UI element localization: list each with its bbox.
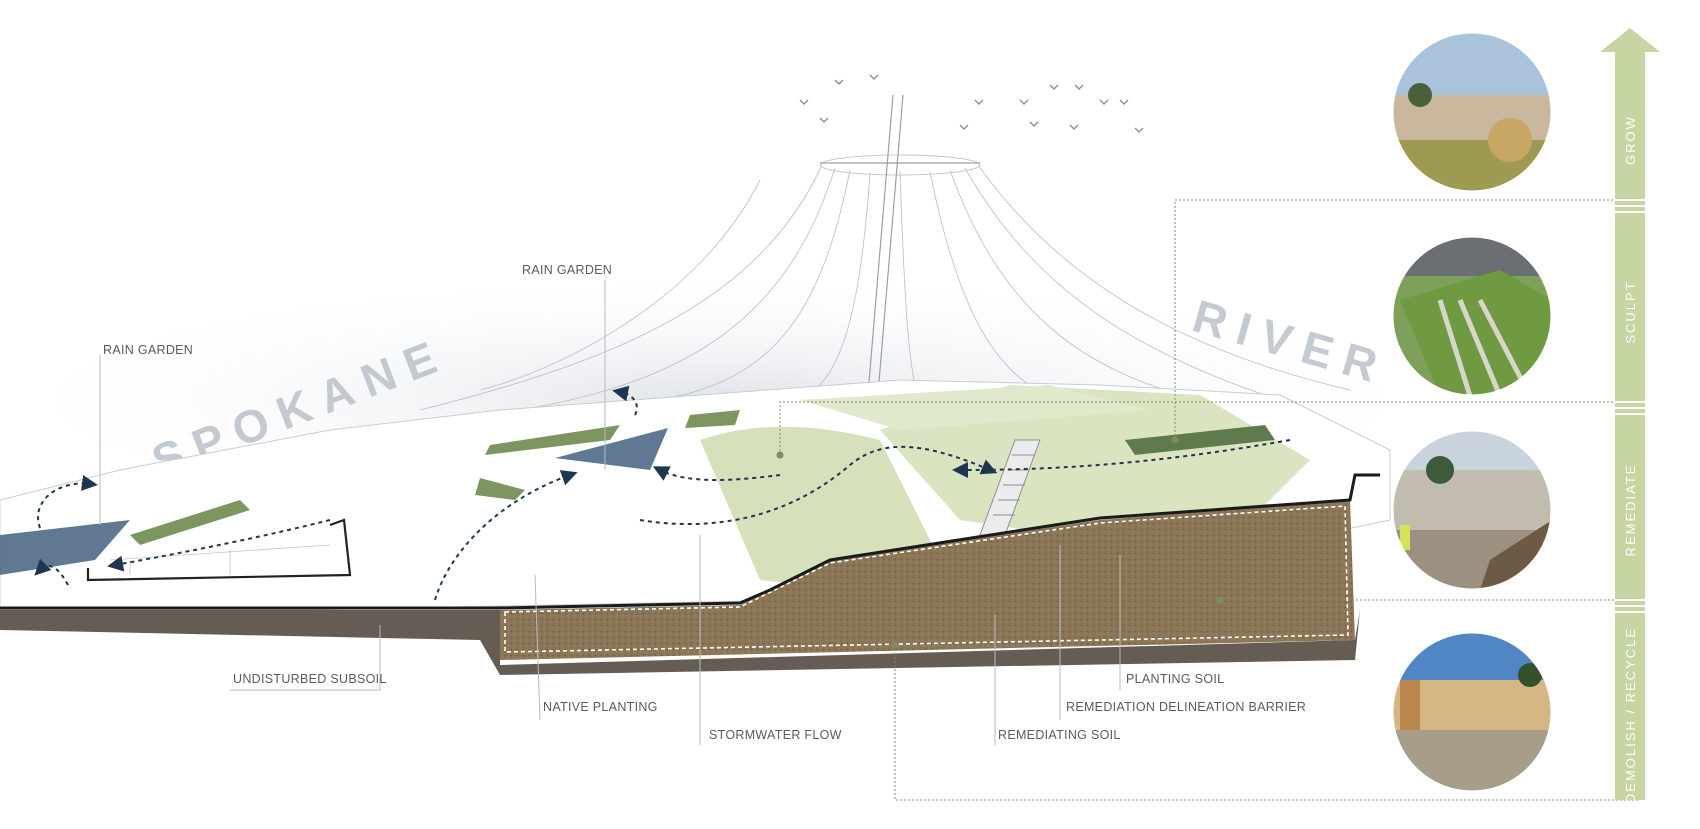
ground-section-line xyxy=(0,473,1380,610)
green-patch-1 xyxy=(485,425,620,455)
green-patch-4 xyxy=(1125,425,1275,455)
stage-connectors xyxy=(779,199,1640,801)
stage-grow: GROW xyxy=(1623,115,1638,165)
birds xyxy=(799,74,1144,133)
label-remediation-delineation-barrier: REMEDIATION DELINEATION BARRIER xyxy=(1066,700,1306,714)
stage-remediate: REMEDIATE xyxy=(1623,464,1638,557)
pavilion-mast xyxy=(820,94,980,431)
building-section-left xyxy=(86,518,352,582)
green-patch-3 xyxy=(475,478,525,500)
stormwater-flow-arrows xyxy=(34,385,1291,601)
photo-sculpt xyxy=(1392,236,1552,396)
label-planting-soil: PLANTING SOIL xyxy=(1126,672,1224,686)
label-remediating-soil: REMEDIATING SOIL xyxy=(998,728,1121,742)
label-undisturbed-subsoil: UNDISTURBED SUBSOIL xyxy=(233,672,387,686)
green-roof-left xyxy=(130,500,250,545)
building-interior xyxy=(109,544,331,575)
remediation-delineation-barrier xyxy=(504,505,1349,653)
remediating-soil-body xyxy=(500,500,1355,660)
stage-demolish-recycle: DEMOLISH / RECYCLE xyxy=(1623,627,1638,803)
leader-lines xyxy=(99,280,1121,745)
green-patch-2 xyxy=(685,410,740,428)
upper-lawn xyxy=(800,385,1150,430)
label-rain-garden-left: RAIN GARDEN xyxy=(103,343,193,357)
progression-arrow: GROW SCULPT REMEDIATE DEMOLISH / RECYCLE xyxy=(1600,28,1660,803)
native-planting-area xyxy=(700,426,940,590)
photo-frames xyxy=(1390,30,1554,794)
photo-demolish-recycle xyxy=(1392,632,1552,792)
label-native-planting: NATIVE PLANTING xyxy=(543,700,658,714)
photo-remediate xyxy=(1392,430,1552,590)
rain-garden-center-basin xyxy=(555,428,668,470)
stage-sculpt: SCULPT xyxy=(1623,280,1638,343)
label-stormwater-flow: STORMWATER FLOW xyxy=(709,728,842,742)
rain-garden-left-basin xyxy=(0,520,130,575)
undisturbed-subsoil-band xyxy=(0,610,1360,675)
label-rain-garden-center: RAIN GARDEN xyxy=(522,263,612,277)
